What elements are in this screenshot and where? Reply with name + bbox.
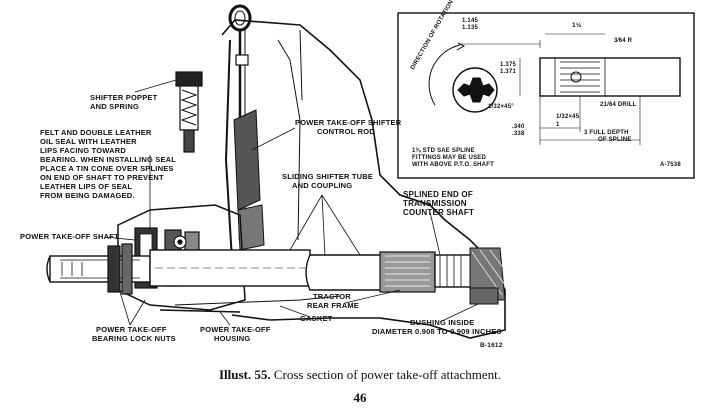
label-line: SPLINED END OF	[403, 190, 473, 199]
label-pto-shaft: POWER TAKE-OFF SHAFT	[20, 232, 119, 241]
label-line: POWER TAKE-OFF	[96, 325, 167, 334]
label-line: FELT AND DOUBLE LEATHER	[40, 128, 152, 137]
label-line: 1.371	[500, 69, 517, 75]
inset-dim-top-left: 1.145 1.135	[462, 18, 478, 32]
label-line: SLIDING SHIFTER TUBE	[282, 172, 374, 181]
inset-dim-340: .340 .338	[512, 124, 524, 138]
label-line: BUSHING INSIDE	[410, 318, 475, 327]
label-line: AND SPRING	[90, 102, 140, 111]
label-line: TRANSMISSION	[403, 199, 467, 208]
label-sliding-shifter-tube: SLIDING SHIFTER TUBE AND COUPLING	[282, 172, 373, 190]
label-line: WITH ABOVE P.T.O. SHAFT	[412, 162, 494, 168]
inset-dim-vertical: 1.375 1.371	[500, 62, 516, 76]
label-shifter-control-rod: POWER TAKE-OFF SHIFTER CONTROL ROD	[295, 118, 401, 136]
label-line: SHIFTER POPPET	[90, 93, 158, 102]
label-line: .338	[512, 131, 525, 137]
shifter-poppet	[175, 71, 203, 87]
label-line: 1.145	[462, 18, 479, 24]
label-tractor-rear-frame: TRACTOR REAR FRAME	[307, 292, 359, 310]
label-bushing: BUSHING INSIDE DIAMETER 0.908 TO 0.909 I…	[372, 318, 502, 336]
label-line: FROM BEING DAMAGED.	[40, 191, 135, 200]
inset-dim-top-right: 3⁄64 R	[614, 38, 633, 44]
label-pto-housing: POWER TAKE-OFF HOUSING	[200, 325, 271, 343]
label-line: HOUSING	[214, 334, 251, 343]
label-line: REAR FRAME	[307, 301, 359, 310]
label-line: LIPS FACING TOWARD	[40, 146, 126, 155]
sliding-shifter-tube	[305, 254, 385, 291]
caption-prefix: Illust. 55.	[218, 367, 271, 382]
inset-dim-top-mid: 1½	[572, 22, 582, 29]
inset-chamfer-1: 1/32×45°	[488, 104, 514, 110]
main-drawing-number: B-1612	[480, 342, 503, 349]
figure-caption: Illust. 55. Cross section of power take-…	[0, 367, 720, 383]
label-line: FITTINGS MAY BE USED	[412, 155, 487, 161]
label-line: TRACTOR	[313, 292, 351, 301]
label-line: BEARING. WHEN INSTALLING SEAL	[40, 155, 177, 164]
inset-drill: 21/64 DRILL	[600, 102, 637, 108]
label-splined-end: SPLINED END OF TRANSMISSION COUNTER SHAF…	[393, 190, 474, 217]
inset-spline-note: 1⅜ STD SAE SPLINE FITTINGS MAY BE USED W…	[412, 148, 494, 169]
label-line: CONTROL ROD	[317, 127, 375, 136]
label-line: 3 FULL DEPTH	[584, 130, 629, 136]
bushing	[469, 287, 499, 305]
label-line: POWER TAKE-OFF SHIFTER	[295, 118, 402, 127]
label-line: DIAMETER 0.908 TO 0.909 INCHES	[372, 327, 502, 336]
label-line: 1.375	[500, 62, 517, 68]
label-line: LEATHER LIPS OF SEAL	[40, 182, 133, 191]
label-bearing-lock-nuts: POWER TAKE-OFF BEARING LOCK NUTS	[92, 325, 176, 343]
page-number: 46	[353, 390, 367, 405]
inset-dim-1: 1	[556, 122, 560, 128]
label-line: 1.135	[462, 25, 479, 31]
rear-frame-casing	[221, 19, 506, 339]
label-line: PLACE A TIN CONE OVER SPLINES	[40, 164, 174, 173]
label-shifter-poppet: SHIFTER POPPET AND SPRING	[90, 93, 157, 111]
label-felt-seal: FELT AND DOUBLE LEATHER OIL SEAL WITH LE…	[40, 128, 176, 200]
label-line: OIL SEAL WITH LEATHER	[40, 137, 137, 146]
label-line: .340	[512, 124, 525, 130]
label-line: POWER TAKE-OFF	[200, 325, 271, 334]
label-line: ON END OF SHAFT TO PREVENT	[40, 173, 164, 182]
inset-drawing-number: A-7538	[660, 162, 681, 168]
label-line: BEARING LOCK NUTS	[92, 334, 176, 343]
label-line: COUNTER SHAFT	[403, 208, 475, 217]
label-line: AND COUPLING	[292, 181, 353, 190]
bearing-lock-nuts	[107, 245, 121, 293]
pto-housing	[117, 204, 246, 311]
label-line: OF SPLINE	[598, 137, 632, 143]
inset-chamfer-2: 1/32×45	[556, 114, 580, 120]
label-line: 1⅜ STD SAE SPLINE	[412, 148, 475, 154]
inset-detail	[397, 12, 695, 179]
caption-text: Cross section of power take-off attachme…	[270, 367, 502, 382]
inset-full-depth: 3 FULL DEPTH OF SPLINE	[584, 130, 631, 144]
label-gasket: GASKET	[300, 314, 333, 323]
control-rod-ring	[228, 4, 252, 32]
